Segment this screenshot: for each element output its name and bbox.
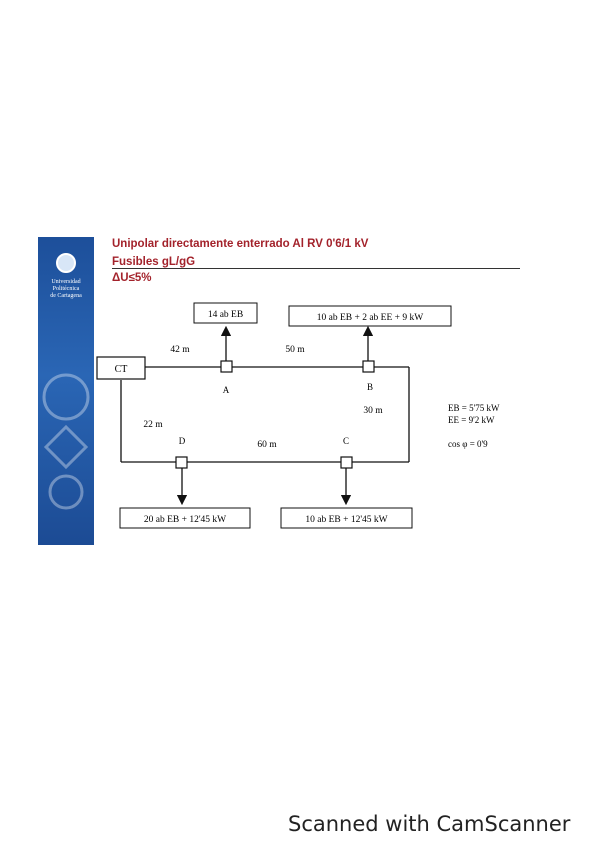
page-title: Unipolar directamente enterrado Al RV 0'… <box>112 238 369 250</box>
load-a-box <box>193 302 258 324</box>
load-a-label: 14 ab EB <box>208 310 243 320</box>
note-eb: EB = 5'75 kW <box>448 403 500 413</box>
node-b-square <box>362 360 375 373</box>
distance-ct-a: 42 m <box>170 345 190 355</box>
decorative-pattern-icon <box>42 373 90 510</box>
header-divider <box>112 268 520 269</box>
ct-label: CT <box>115 364 128 375</box>
node-a-square <box>220 360 233 373</box>
node-d-label: D <box>179 436 186 446</box>
logo-line-2: Politécnica <box>52 286 80 292</box>
node-c-label: C <box>343 436 349 446</box>
node-a-label: A <box>223 385 230 395</box>
distance-b-c: 30 m <box>363 406 383 416</box>
page-subtitle-fuses: Fusibles gL/gG <box>112 256 196 268</box>
logo-line-1: Universidad <box>51 279 81 285</box>
university-name: Universidad Politécnica de Cartagena <box>38 279 94 300</box>
load-b-label: 10 ab EB + 2 ab EE + 9 kW <box>317 313 424 323</box>
ct-box <box>96 356 146 380</box>
load-c-label: 10 ab EB + 12'45 kW <box>305 515 387 525</box>
distance-ct-d: 22 m <box>143 420 163 430</box>
load-d-label: 20 ab EB + 12'45 kW <box>144 515 226 525</box>
load-b-box <box>288 305 452 327</box>
university-sidebar: Universidad Politécnica de Cartagena <box>38 237 94 545</box>
distance-c-d: 60 m <box>257 440 277 450</box>
page-subtitle-voltage-drop: ΔU≤5% <box>112 272 152 284</box>
node-d-square <box>175 456 188 469</box>
load-c-box <box>280 507 413 529</box>
scanner-watermark: Scanned with CamScanner <box>288 812 571 836</box>
distance-a-b: 50 m <box>285 345 305 355</box>
node-c-square <box>340 456 353 469</box>
load-d-box <box>119 507 251 529</box>
university-logo-icon <box>56 253 76 273</box>
note-ee: EE = 9'2 kW <box>448 415 495 425</box>
note-cos-phi: cos φ = 0'9 <box>448 439 488 449</box>
node-b-label: B <box>367 382 373 392</box>
logo-line-3: de Cartagena <box>50 293 82 299</box>
